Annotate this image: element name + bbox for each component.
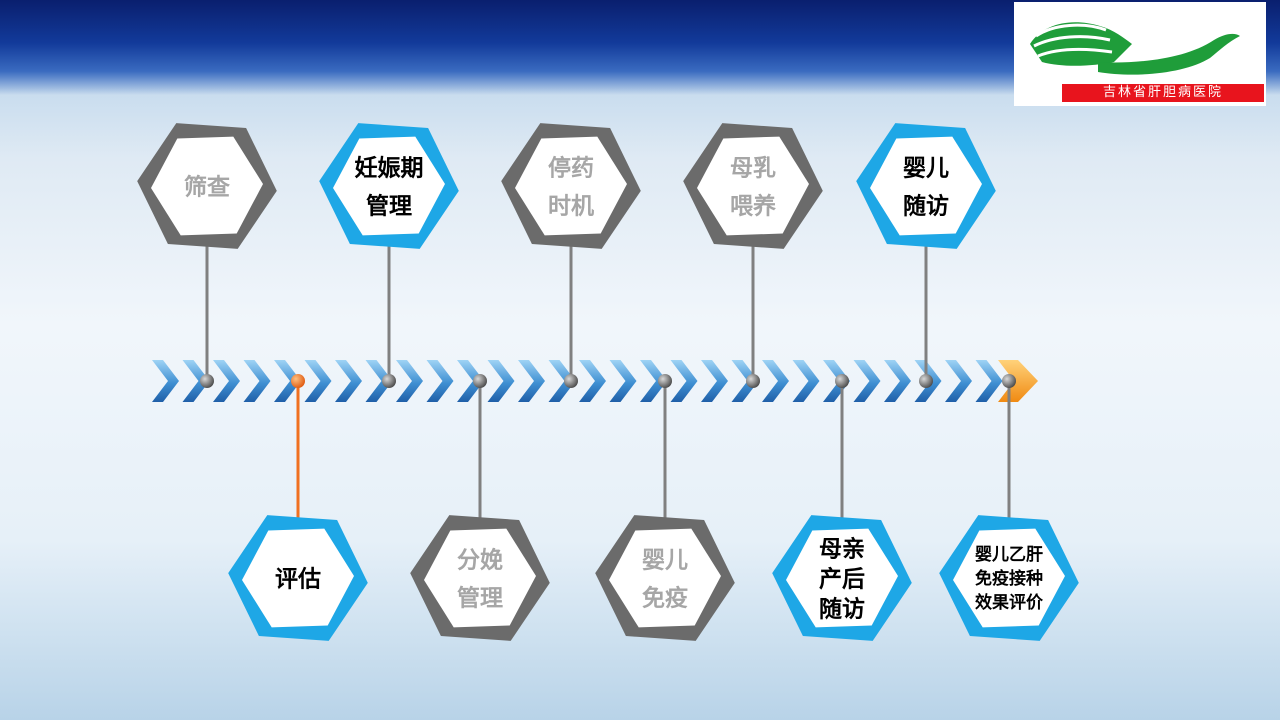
hex-label: 母亲 — [819, 535, 865, 562]
hex-label: 产后 — [819, 565, 865, 592]
hex-label: 母乳 — [730, 154, 776, 181]
connectors — [200, 240, 1016, 518]
hex-face — [953, 528, 1065, 628]
hex-label: 评估 — [275, 566, 321, 592]
hex-label: 免疫 — [642, 584, 688, 611]
chevron-segment — [853, 360, 881, 402]
chevron-segment — [762, 360, 789, 402]
timeline-arrow — [152, 360, 1038, 402]
chevron-segment — [914, 360, 942, 402]
chevron-segment — [884, 360, 911, 402]
hex-face — [242, 528, 354, 628]
hex-face — [786, 528, 898, 628]
hex-face — [515, 136, 627, 236]
bottom-node-0: 评估 — [228, 515, 368, 641]
hex-label: 婴儿乙肝 — [975, 545, 1043, 565]
chevron-segment — [975, 360, 1003, 402]
chevron-segment — [609, 360, 637, 402]
hex-face — [151, 136, 263, 236]
logo-caption: 吉林省肝胆病医院 — [1062, 84, 1264, 102]
timeline-dot — [1002, 374, 1016, 388]
hex-label: 管理 — [366, 192, 412, 219]
chevron-segment — [152, 360, 179, 402]
chevron-segment — [579, 360, 606, 402]
chevron-segment — [335, 360, 362, 402]
chevron-segment — [518, 360, 545, 402]
hex-label: 停药 — [548, 154, 594, 181]
chevron-segment — [945, 360, 972, 402]
chevron-segment — [701, 360, 728, 402]
timeline-dot — [658, 374, 672, 388]
timeline-dot — [746, 374, 760, 388]
hex-label: 分娩 — [457, 547, 503, 573]
hex-face — [333, 136, 445, 236]
hospital-logo: 吉林省肝胆病医院 — [1014, 2, 1266, 106]
timeline-dot — [473, 374, 487, 388]
timeline-dot — [291, 374, 305, 388]
hexagon-nodes: 筛查妊娠期管理停药时机母乳喂养婴儿随访评估分娩管理婴儿免疫母亲产后随访婴儿乙肝免… — [137, 123, 1079, 641]
hex-label: 婴儿 — [903, 155, 949, 181]
hex-label: 妊娠期 — [355, 155, 424, 181]
timeline-dot — [382, 374, 396, 388]
hex-label: 时机 — [548, 193, 594, 219]
chevron-segment — [243, 360, 271, 402]
hex-label: 喂养 — [730, 192, 776, 219]
chevron-segment — [213, 360, 240, 402]
timeline-dot — [200, 374, 214, 388]
hex-label: 管理 — [457, 584, 503, 611]
chevron-segment — [396, 360, 423, 402]
hex-label: 随访 — [903, 192, 949, 219]
hex-label: 筛查 — [184, 173, 230, 200]
hex-label: 免疫接种 — [975, 568, 1043, 589]
timeline-dot — [919, 374, 933, 388]
chevron-segment — [426, 360, 454, 402]
hex-label: 婴儿 — [642, 547, 688, 573]
chevron-segment — [487, 360, 515, 402]
chevron-segment — [792, 360, 820, 402]
hex-face — [609, 528, 721, 628]
hex-face — [697, 136, 809, 236]
timeline-dot — [564, 374, 578, 388]
hex-face — [870, 136, 982, 236]
chevron-segment — [670, 360, 698, 402]
hex-label: 随访 — [819, 595, 865, 622]
hex-label: 效果评价 — [975, 592, 1044, 613]
chevron-segment — [304, 360, 332, 402]
hex-face — [424, 528, 536, 628]
timeline-dot — [835, 374, 849, 388]
top-node-0: 筛查 — [137, 123, 277, 249]
hands-logo-icon — [1030, 22, 1240, 75]
